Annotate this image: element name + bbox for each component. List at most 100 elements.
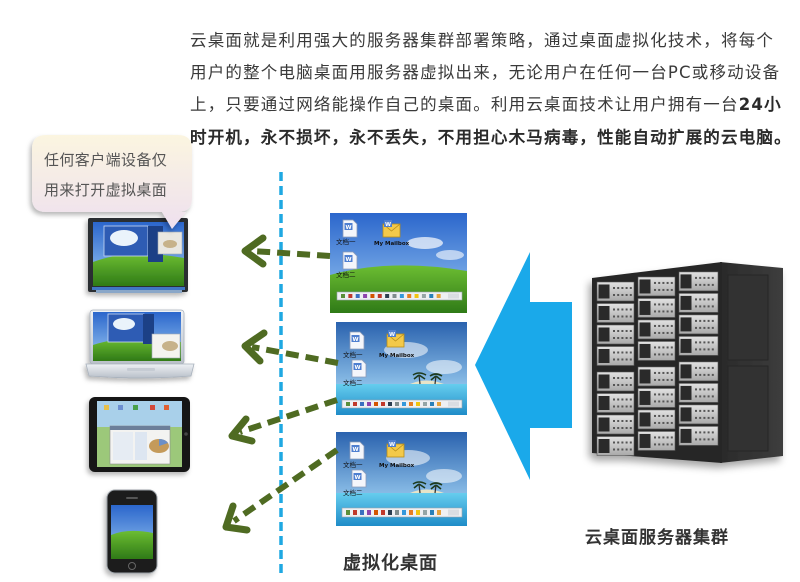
server-handle (639, 390, 651, 405)
server-vent (625, 427, 628, 429)
server-unit (637, 431, 676, 451)
document-icon (351, 469, 367, 488)
server-vent (711, 409, 714, 412)
document-icon (342, 251, 358, 270)
server-vent (658, 393, 661, 396)
server-handle (598, 306, 610, 320)
taskbar-app-icon (367, 510, 371, 515)
server-unit (637, 341, 676, 361)
intro-line-3-bold: 24小 (738, 95, 782, 114)
server-vent (654, 371, 656, 374)
server-vent (621, 384, 624, 386)
server-vent (658, 346, 661, 349)
icon-label-mailbox: My Mailbox (379, 463, 415, 469)
server-vent (670, 443, 673, 446)
server-unit (596, 324, 635, 345)
server-vent (695, 319, 697, 322)
taskbar-app-icon (381, 402, 385, 406)
taskbar-app-icon (377, 294, 382, 298)
server-handle (680, 364, 692, 379)
server-vent (703, 298, 706, 301)
taskbar-clock (448, 293, 459, 299)
server-handle (598, 439, 610, 453)
taskbar-app-icon (360, 402, 364, 406)
server-vent (666, 421, 669, 424)
taskbar-app-icon (395, 402, 399, 406)
icon-label-doc2: 文档二 (336, 270, 356, 279)
taskbar-app-icon (346, 510, 350, 515)
server-vent (695, 388, 697, 391)
taskbar (336, 291, 463, 301)
server-vent (629, 337, 632, 339)
server-vent (703, 319, 706, 322)
server-vent (699, 431, 702, 434)
intro-line-2: 用户的整个电脑桌面用服务器虚拟出来，无论用户在任何一台PC或移动设备 (190, 63, 781, 82)
server-vent (654, 281, 656, 284)
arrow-to-desktop-monitor (241, 234, 331, 268)
server-vent (699, 276, 702, 279)
arrow-to-laptop (241, 329, 339, 366)
taskbar-app-icon (423, 402, 427, 406)
taskbar-app-icon (407, 294, 412, 298)
icon-label-doc1: 文档一 (336, 237, 356, 246)
server-vent (670, 324, 673, 327)
server-vent (613, 384, 615, 386)
callout-line-1: 任何客户端设备仅 (44, 151, 168, 169)
callout-bubble (32, 135, 192, 229)
server-vent (666, 400, 669, 403)
server-vent (707, 326, 710, 329)
server-vent (617, 384, 620, 386)
server-vent (613, 308, 615, 311)
server-vent (711, 431, 714, 434)
server-unit (678, 271, 719, 292)
server-vent (654, 324, 656, 327)
server-vent (617, 358, 620, 361)
server-vent (666, 281, 669, 284)
document-icon (349, 441, 365, 460)
server-vent (707, 276, 710, 279)
server-vent (625, 441, 628, 444)
taskbar-clock (448, 401, 459, 407)
server-vent (621, 358, 624, 361)
server-vent (654, 288, 656, 291)
server-handle (680, 338, 692, 353)
server-vent (703, 348, 706, 351)
server-vent (613, 287, 615, 289)
server-vent (613, 351, 615, 354)
taskbar-app-icon (385, 294, 390, 298)
server-vent (666, 378, 669, 381)
server-vent (613, 448, 615, 451)
icon-label-mailbox: My Mailbox (379, 353, 415, 359)
server-handle (598, 417, 610, 432)
server-vent (703, 388, 706, 391)
server-vent (621, 398, 624, 401)
server-vent (711, 395, 714, 398)
server-vent (670, 393, 673, 396)
server-handle (598, 374, 610, 389)
server-vent (711, 298, 714, 301)
server-vent (699, 348, 702, 351)
server-vent (621, 315, 624, 318)
server-vent (629, 358, 632, 361)
server-vent (699, 283, 702, 286)
server-vent (662, 324, 665, 327)
taskbar-app-icon (429, 294, 434, 298)
server-vent (613, 294, 615, 296)
server-vent (629, 287, 632, 289)
server-vent (707, 348, 710, 351)
server-vent (707, 305, 710, 308)
intro-line-4: 时开机，永不损坏，永不丢失，不用担心木马病毒，性能自动扩展的云电脑。 (190, 128, 792, 148)
server-vent (662, 400, 665, 403)
flow-arrow-left (475, 252, 572, 480)
server-vent (662, 310, 665, 313)
server-vent (703, 409, 706, 412)
server-vent (662, 346, 665, 349)
server-handle (598, 396, 610, 410)
intro-line-3-normal: 上，只要通过网络能操作自己的桌面。利用云桌面技术让用户拥有一台 (190, 95, 739, 114)
server-vent (666, 310, 669, 313)
server-vent (613, 377, 615, 379)
server-vent (699, 326, 702, 329)
server-vent (621, 337, 624, 339)
server-vent (617, 287, 620, 289)
server-vent (629, 420, 632, 422)
